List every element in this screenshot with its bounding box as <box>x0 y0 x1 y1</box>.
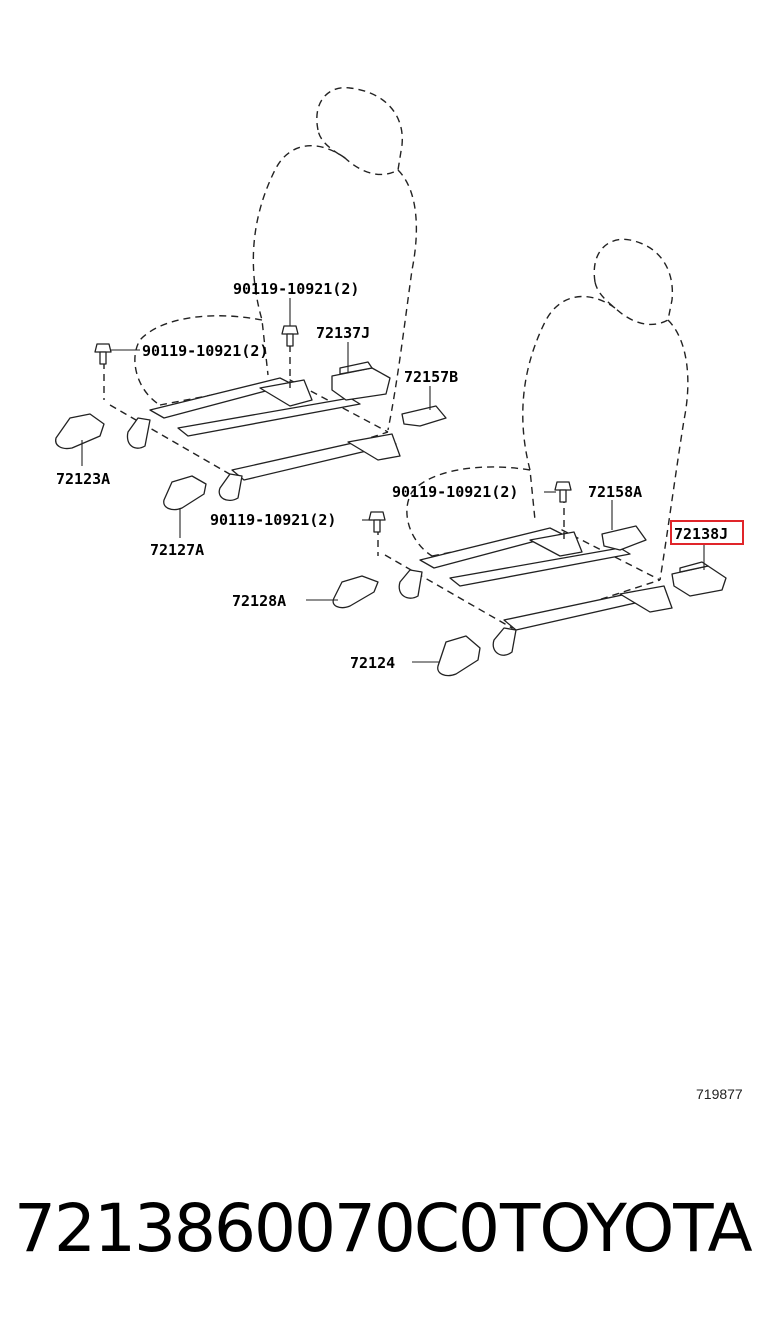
diagram-reference-number: 719877 <box>696 1086 743 1102</box>
bolt-icon-mid <box>368 511 386 533</box>
label-72128a: 72128A <box>232 592 286 610</box>
part-72124-cover <box>437 635 481 677</box>
part-72123a-cover <box>55 413 105 450</box>
footer-part-number: 7213860070C0 <box>14 1190 500 1267</box>
label-bolt-left: 90119-10921(2) <box>142 342 268 360</box>
highlight-box <box>670 520 744 545</box>
leader-lines <box>81 298 705 663</box>
left-seat-rails <box>103 345 401 502</box>
part-72157b-cover <box>401 405 447 427</box>
label-72138j: 72138J <box>674 525 728 543</box>
part-72158a-cover <box>601 525 647 551</box>
part-72138j-cover <box>671 561 727 597</box>
label-72124: 72124 <box>350 654 395 672</box>
seat-parts-diagram: 90119-10921(2) 90119-10921(2) 72137J 721… <box>55 86 744 677</box>
label-bolt-mid: 90119-10921(2) <box>210 511 336 529</box>
right-seat-rails <box>377 496 673 656</box>
label-72123a: 72123A <box>56 470 110 488</box>
bolt-icon-right <box>554 481 572 503</box>
footer-brand: TOYOTA <box>500 1190 753 1267</box>
bolt-icon-top <box>281 325 299 347</box>
label-72137j: 72137J <box>316 324 370 342</box>
part-72127a-cover <box>163 475 207 511</box>
label-72158a: 72158A <box>588 483 642 501</box>
label-bolt-top: 90119-10921(2) <box>233 280 359 298</box>
part-72128a-cover <box>332 575 379 609</box>
right-seat-outline <box>384 238 689 629</box>
bolt-icon-left <box>94 343 112 365</box>
label-72157b: 72157B <box>404 368 458 386</box>
label-72127a: 72127A <box>150 541 204 559</box>
label-bolt-right: 90119-10921(2) <box>392 483 518 501</box>
part-72137j-cover <box>331 361 391 401</box>
